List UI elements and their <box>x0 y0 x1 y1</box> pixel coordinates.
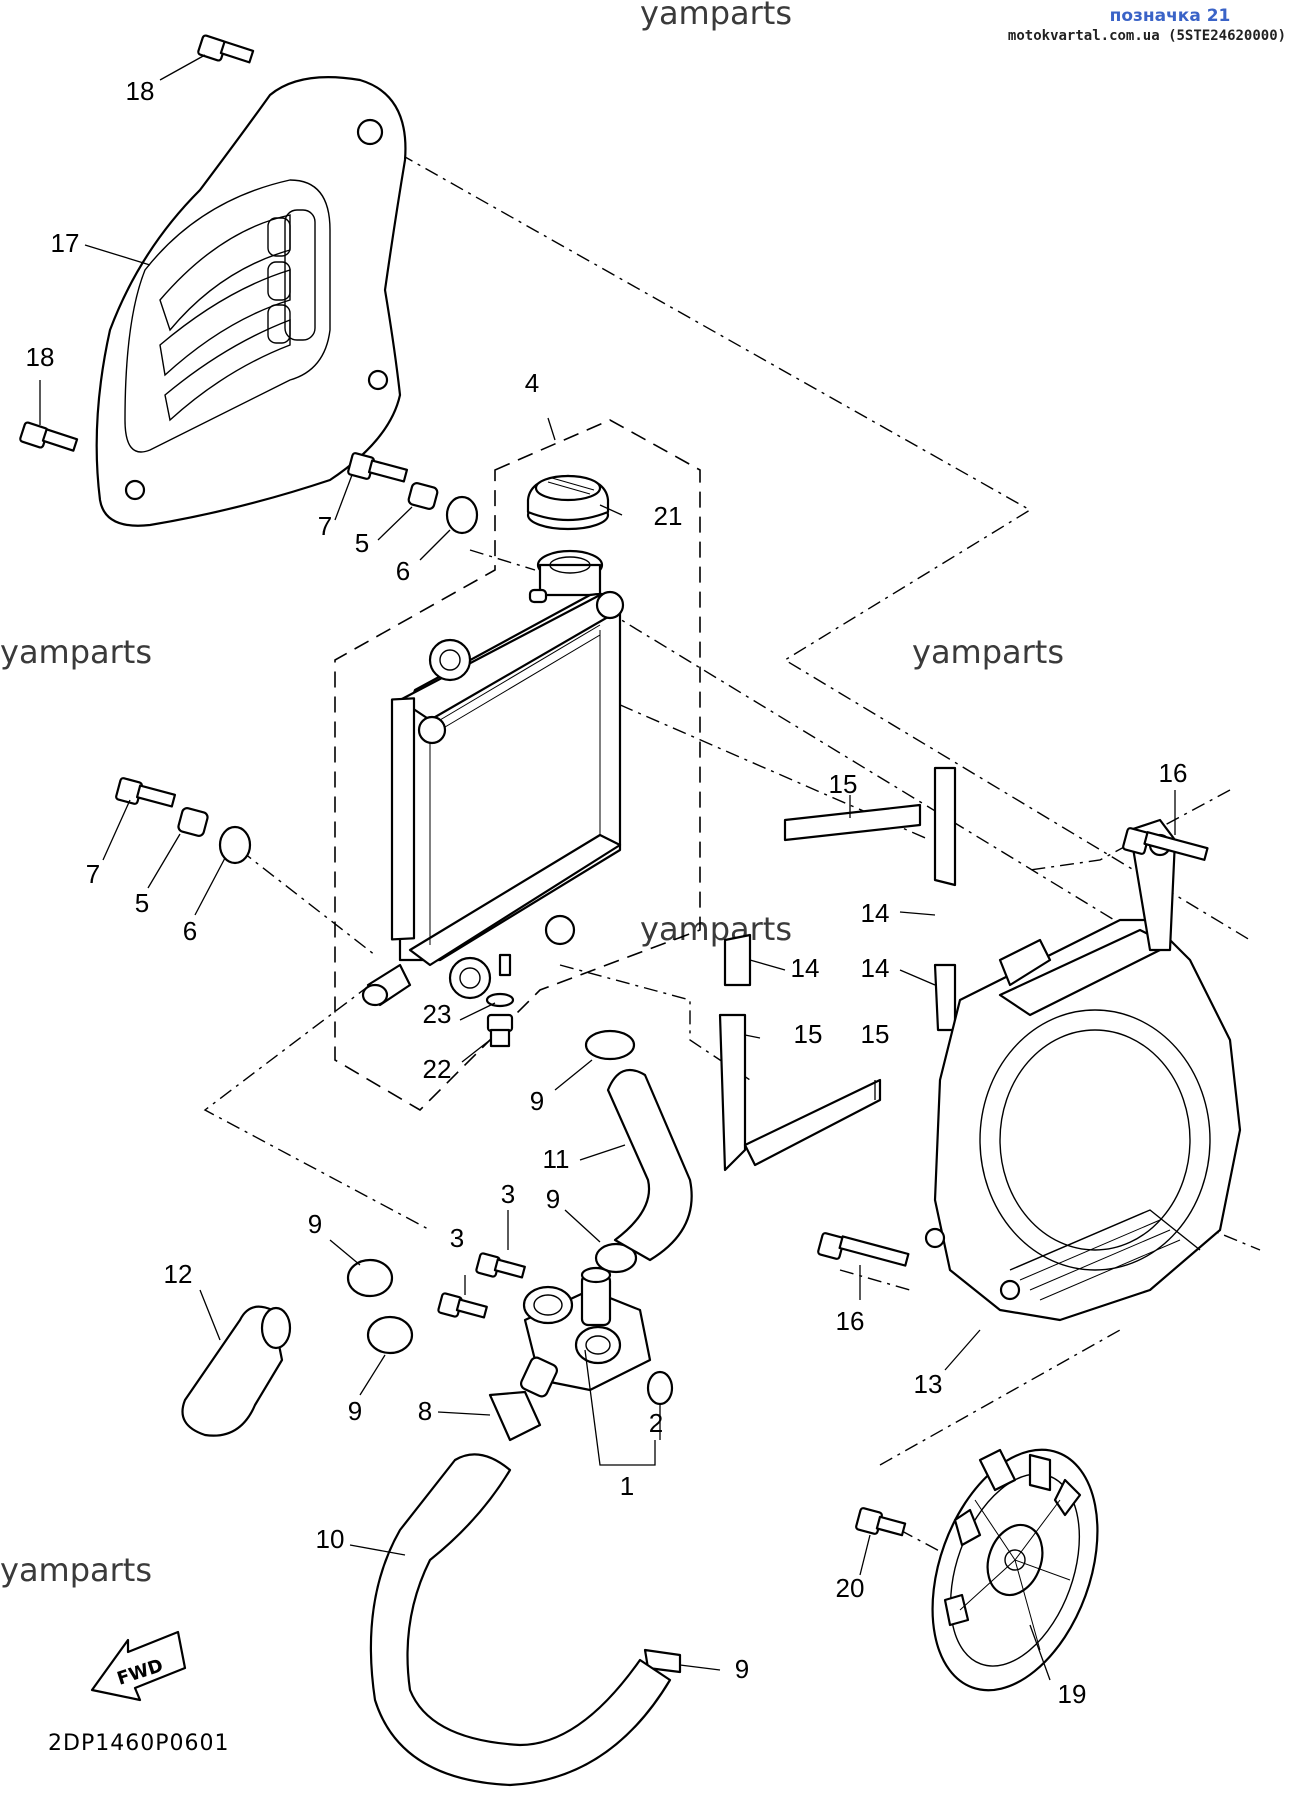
callout-9-left-lower: 9 <box>348 1396 362 1426</box>
hose-lower <box>369 1453 672 1787</box>
callout-20: 20 <box>836 1573 865 1603</box>
grommet-lower <box>218 825 252 865</box>
callout-12: 12 <box>164 1259 193 1289</box>
callout-labels: 18 17 18 4 21 7 5 6 7 5 6 15 16 14 14 14… <box>26 76 1188 1709</box>
hose-clamp-5 <box>643 1648 682 1674</box>
grommet-upper <box>445 495 479 535</box>
hose-clamp-4 <box>594 1242 638 1274</box>
diagram-code: 2DP1460P0601 <box>48 1731 229 1756</box>
cushion-right-lower <box>933 963 957 1032</box>
callout-18-top: 18 <box>126 76 155 106</box>
hose-clamp-3 <box>366 1315 414 1355</box>
cushion-middle <box>723 933 752 987</box>
callout-16-upper: 16 <box>1159 758 1188 788</box>
drain-washer <box>485 992 515 1008</box>
hose-upper <box>606 1068 693 1262</box>
callout-10: 10 <box>316 1524 345 1554</box>
leader-lines <box>39 54 1176 1681</box>
callout-8: 8 <box>418 1396 432 1426</box>
thermostat-housing <box>520 1266 652 1398</box>
shroud-bolt-lower <box>817 1232 910 1267</box>
callout-16-lower: 16 <box>836 1306 865 1336</box>
watermark-center: yamparts <box>640 910 792 948</box>
housing-bolt-lower <box>437 1292 488 1319</box>
callout-5-upper: 5 <box>355 528 369 558</box>
hose-left-end <box>260 1306 292 1350</box>
seal-strip-upper <box>783 803 922 842</box>
mount-bolt-upper <box>347 452 409 483</box>
callout-23: 23 <box>423 999 452 1029</box>
callout-6-lower: 6 <box>183 916 197 946</box>
o-ring <box>646 1370 674 1406</box>
cover-bolt-left <box>19 421 79 452</box>
callout-7-lower: 7 <box>86 859 100 889</box>
callout-15-vertical: 15 <box>794 1019 823 1049</box>
callout-9-left-upper: 9 <box>308 1209 322 1239</box>
seal-strip-lower <box>743 1078 882 1167</box>
callout-22: 22 <box>423 1054 452 1084</box>
fan-bolt <box>855 1507 907 1537</box>
callout-21: 21 <box>654 501 683 531</box>
callout-14-right-upper: 14 <box>861 898 890 928</box>
cover-bolt-top <box>197 34 255 64</box>
radiator-core <box>361 590 625 1007</box>
callout-3-upper: 3 <box>501 1179 515 1209</box>
callout-5-lower: 5 <box>135 888 149 918</box>
callout-13: 13 <box>914 1369 943 1399</box>
mount-bolt-lower <box>115 777 177 808</box>
callout-18-left: 18 <box>26 342 55 372</box>
callout-17: 17 <box>51 228 80 258</box>
callout-1: 1 <box>620 1471 634 1501</box>
fwd-arrow-icon: FWD <box>90 1630 187 1702</box>
cooling-fan <box>931 1448 1099 1692</box>
callout-15-lower: 15 <box>861 1019 890 1049</box>
header-subtitle: motokvartal.com.ua (5STE24620000) <box>1008 28 1286 44</box>
callout-19: 19 <box>1058 1679 1087 1709</box>
collar-upper <box>407 482 439 510</box>
filler-neck <box>528 549 604 604</box>
shroud-bolt-upper <box>1122 827 1209 861</box>
collar-lower <box>177 807 209 837</box>
callout-3-lower: 3 <box>450 1223 464 1253</box>
radiator-side-cover <box>95 76 407 527</box>
callout-6-upper: 6 <box>396 556 410 586</box>
watermark-top: yamparts <box>640 0 792 32</box>
callout-7-upper: 7 <box>318 511 332 541</box>
callout-14-right-lower: 14 <box>861 953 890 983</box>
housing-bolt-upper <box>475 1252 526 1279</box>
callout-4: 4 <box>525 368 539 398</box>
callout-9-right: 9 <box>546 1184 560 1214</box>
header-title: позначка 21 <box>1110 6 1231 26</box>
cushion-right-upper <box>933 766 957 887</box>
hose-clamp-1 <box>584 1029 636 1061</box>
hose-clamp-2 <box>346 1258 394 1298</box>
radiator-assembly-outline <box>334 419 701 1112</box>
callout-14-middle: 14 <box>791 953 820 983</box>
hose-left <box>181 1305 284 1437</box>
watermark-left-lower: yamparts <box>0 1551 152 1589</box>
hose-clip <box>488 1390 542 1442</box>
callout-15-upper: 15 <box>829 769 858 799</box>
callout-11: 11 <box>543 1144 570 1174</box>
fan-shroud <box>924 818 1242 1322</box>
callout-9-bottom: 9 <box>735 1654 749 1684</box>
watermark-right: yamparts <box>912 633 1064 671</box>
callout-2: 2 <box>649 1408 663 1438</box>
drain-plug <box>486 1013 514 1048</box>
watermark-left-upper: yamparts <box>0 633 152 671</box>
seal-strip-vertical <box>718 1013 747 1172</box>
radiator-cap <box>526 474 610 531</box>
callout-9-upper: 9 <box>530 1086 544 1116</box>
